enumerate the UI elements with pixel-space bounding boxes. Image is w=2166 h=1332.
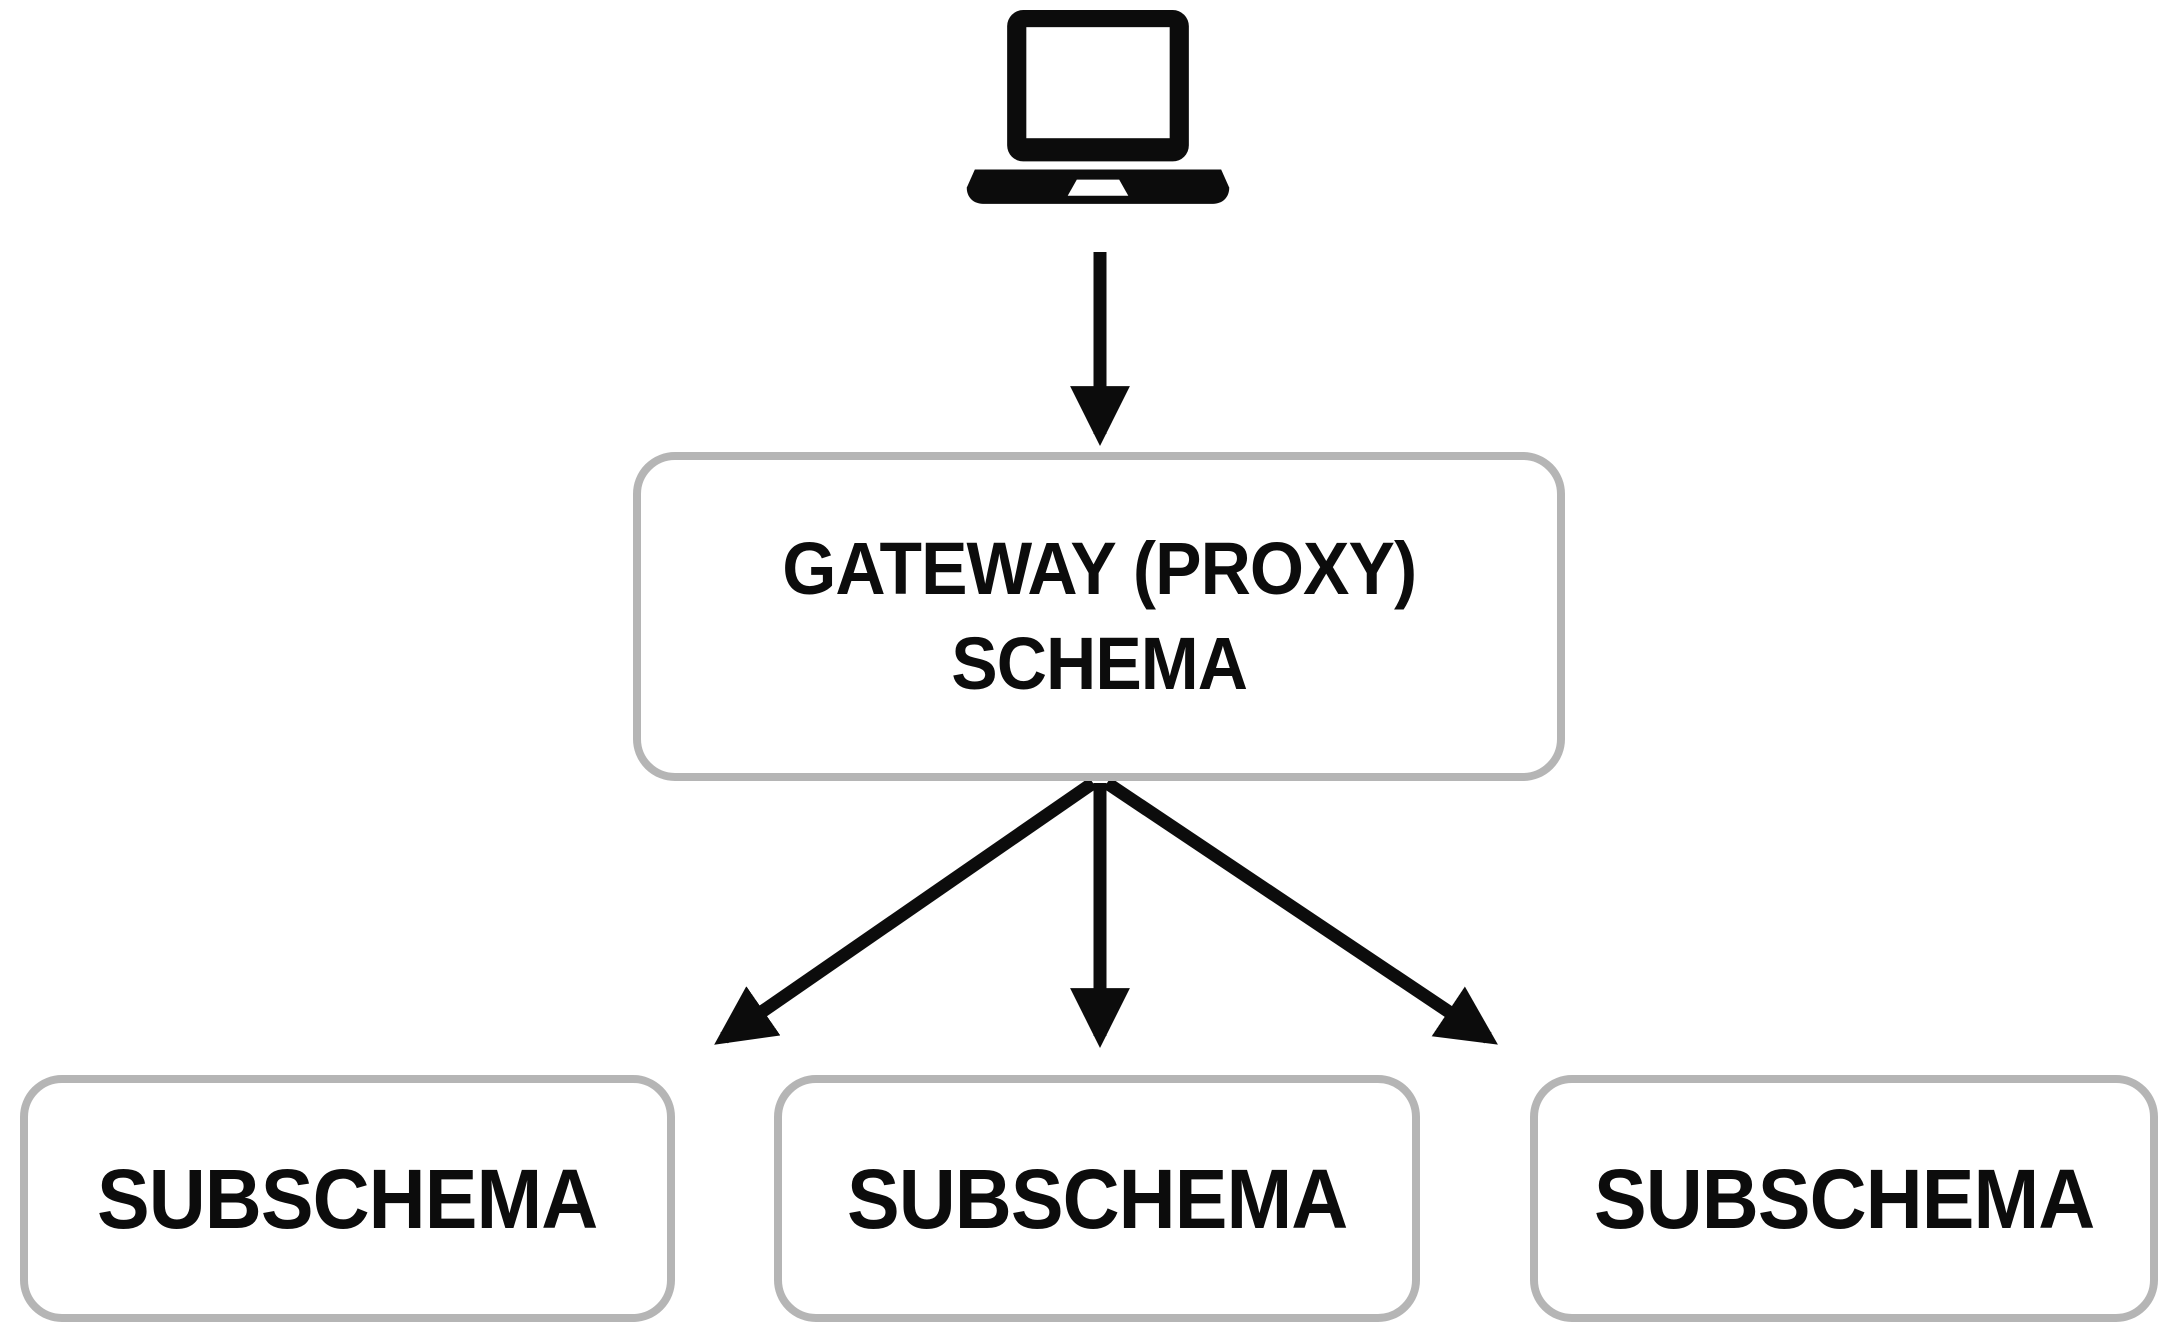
subschema-box-1: SUBSCHEMA bbox=[20, 1075, 675, 1322]
subschema-label-3: SUBSCHEMA bbox=[1593, 1151, 2095, 1246]
arrow-gateway-to-subschema-1 bbox=[714, 777, 1097, 1045]
subschema-box-3: SUBSCHEMA bbox=[1530, 1075, 2158, 1322]
subschema-box-2: SUBSCHEMA bbox=[774, 1075, 1420, 1322]
gateway-schema-label: GATEWAY (PROXY) SCHEMA bbox=[782, 522, 1417, 711]
laptop-screen bbox=[1026, 27, 1170, 139]
subschema-label-1: SUBSCHEMA bbox=[97, 1151, 598, 1246]
gateway-label-line1: GATEWAY (PROXY) bbox=[782, 526, 1417, 610]
arrow-gateway-to-subschema-3 bbox=[1103, 777, 1498, 1045]
laptop-notch bbox=[1067, 179, 1129, 196]
subschema-label-2: SUBSCHEMA bbox=[846, 1151, 1348, 1246]
gateway-schema-box: GATEWAY (PROXY) SCHEMA bbox=[633, 452, 1565, 781]
laptop-icon bbox=[966, 10, 1230, 204]
gateway-label-line2: SCHEMA bbox=[951, 621, 1248, 705]
